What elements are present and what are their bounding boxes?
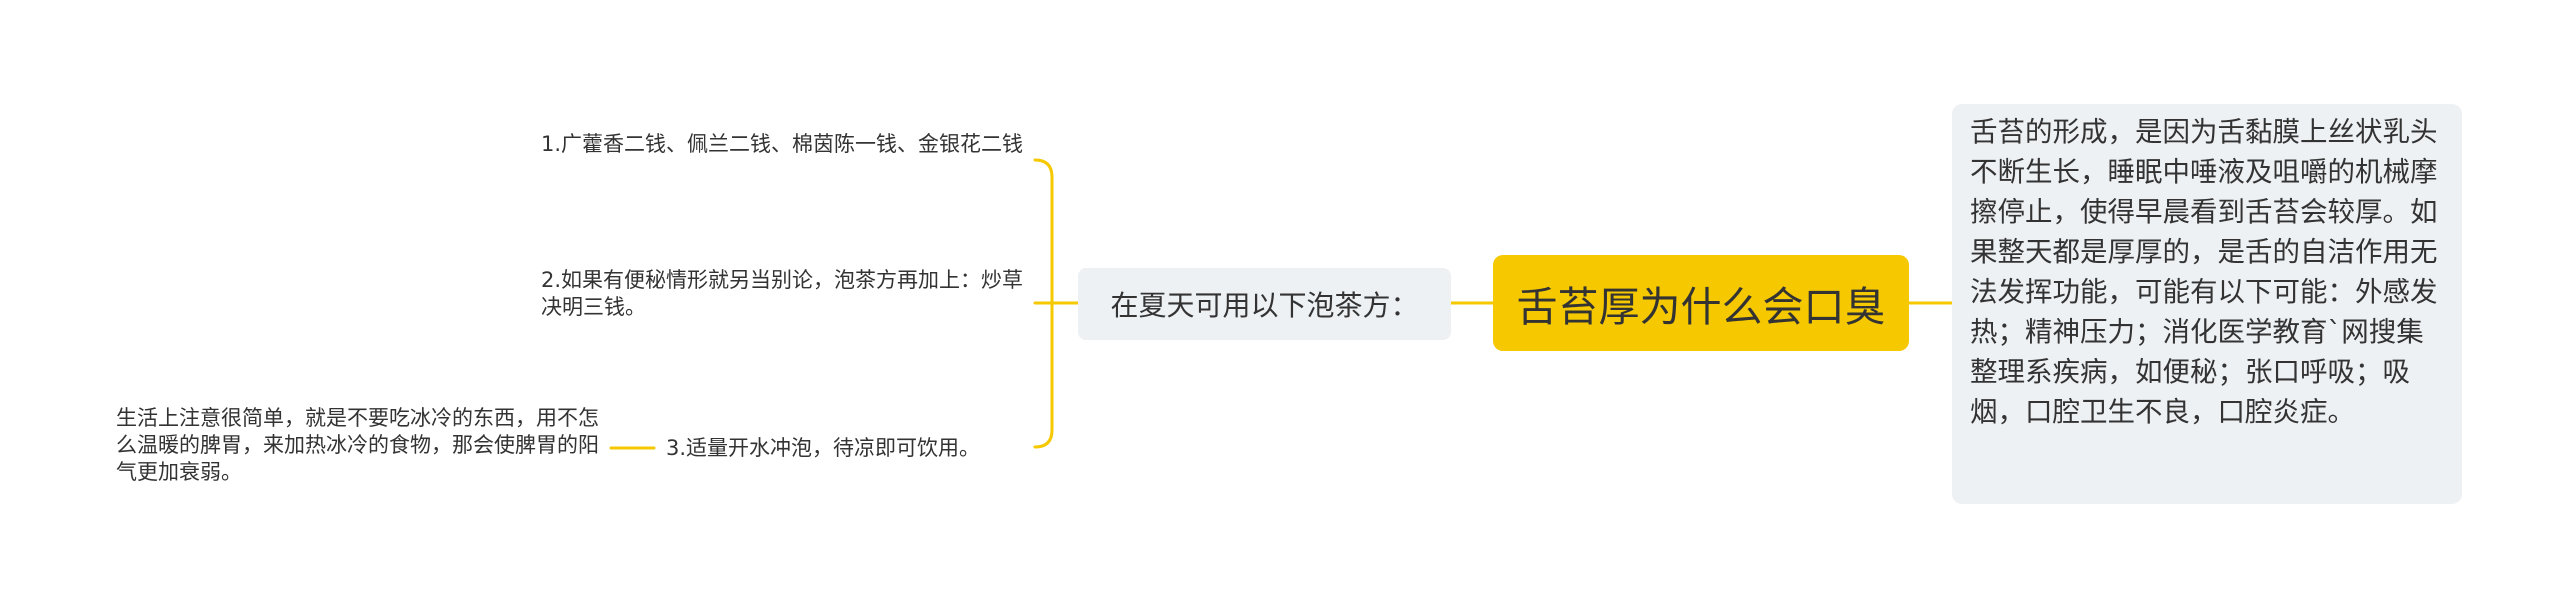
detail-topic-text: 舌苔的形成，是因为舌黏膜上丝状乳头不断生长，睡眠中唾液及咀嚼的机械摩擦停止，使得… xyxy=(1970,116,2438,428)
subtopic-recipe-3-text: 3.适量开水冲泡，待凉即可饮用。 xyxy=(666,436,981,460)
main-topic-label: 在夏天可用以下泡茶方： xyxy=(1110,289,1419,322)
subtopic-recipe-2-text: 2.如果有便秘情形就另当别论，泡茶方再加上：炒草决明三钱。 xyxy=(541,268,1024,319)
root-topic[interactable]: 舌苔厚为什么会口臭 xyxy=(1493,255,1909,351)
subtopic-recipe-2[interactable]: 2.如果有便秘情形就另当别论，泡茶方再加上：炒草决明三钱。 xyxy=(541,267,1031,321)
subtopic-recipe-3[interactable]: 3.适量开水冲泡，待凉即可饮用。 xyxy=(666,435,1036,462)
subtopic-recipe-3-note[interactable]: 生活上注意很简单，就是不要吃冰冷的东西，用不怎么温暖的脾胃，来加热冰冷的食物，那… xyxy=(116,405,606,486)
subtopic-recipe-1[interactable]: 1.广藿香二钱、佩兰二钱、棉茵陈一钱、金银花二钱 xyxy=(541,131,1031,158)
detail-topic-causes[interactable]: 舌苔的形成，是因为舌黏膜上丝状乳头不断生长，睡眠中唾液及咀嚼的机械摩擦停止，使得… xyxy=(1952,104,2462,504)
subtopic-recipe-1-text: 1.广藿香二钱、佩兰二钱、棉茵陈一钱、金银花二钱 xyxy=(541,132,1024,156)
subtopic-recipe-3-note-text: 生活上注意很简单，就是不要吃冰冷的东西，用不怎么温暖的脾胃，来加热冰冷的食物，那… xyxy=(116,406,599,484)
main-topic-tea-recipe[interactable]: 在夏天可用以下泡茶方： xyxy=(1078,268,1451,340)
root-topic-label: 舌苔厚为什么会口臭 xyxy=(1516,283,1886,331)
